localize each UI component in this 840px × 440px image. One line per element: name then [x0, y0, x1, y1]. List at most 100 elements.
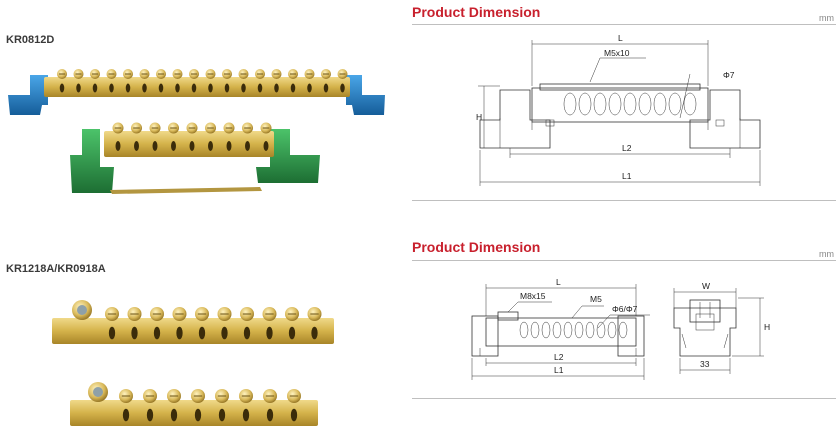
terminal-hole: [208, 83, 213, 93]
drawing-hole: [530, 321, 540, 339]
drawing-hole: [593, 92, 607, 116]
terminal-hole: [241, 83, 246, 93]
drawing2-side-outline: [471, 311, 645, 357]
section1-heading: Product Dimension: [412, 4, 541, 20]
dim-label-H: H: [476, 112, 482, 122]
drawing-hole: [638, 92, 652, 116]
drawing-hole: [563, 321, 573, 339]
dim-label-phi7: Φ7: [723, 70, 735, 80]
terminal-hole: [76, 83, 81, 93]
dim2-label-L2: L2: [554, 352, 564, 362]
terminal-hole: [109, 83, 114, 93]
drawing-hole: [596, 321, 606, 339]
section1-unit: mm: [819, 13, 834, 23]
drawing-hole: [574, 321, 584, 339]
drawing-hole: [618, 321, 628, 339]
terminal-hole: [158, 83, 164, 93]
section1-heading-rule: [412, 24, 836, 25]
section1-bottom-rule: [412, 200, 836, 201]
dim2-label-m5: M5: [590, 294, 602, 304]
terminal-hole: [125, 83, 131, 93]
dim-label-m5x10: M5x10: [604, 48, 630, 58]
dim2-label-m8x15: M8x15: [520, 291, 546, 301]
drawing-hole: [608, 92, 622, 116]
terminal-hole: [311, 326, 318, 340]
green-bus-bar: [70, 122, 320, 194]
product-photo-kr1218a: [52, 300, 334, 426]
dim2-label-phi: Φ6/Φ7: [612, 304, 638, 314]
drawing-hole: [563, 92, 577, 116]
drawing-hole: [607, 321, 617, 339]
section2-unit: mm: [819, 249, 834, 259]
dimension-drawing-kr1218a: L M8x15 M5 Φ6/Φ7 L2 L1 W H 33: [471, 277, 770, 380]
dimension-drawing-kr0812d: L M5x10 Φ7 H L2 L1: [476, 33, 761, 186]
drawing-hole: [552, 321, 562, 339]
dim-label-L1: L1: [622, 171, 632, 181]
product-photo-kr0812d: [8, 69, 385, 194]
terminal-hole: [191, 83, 197, 93]
terminal-hole: [266, 326, 273, 340]
model-label-kr1218a: KR1218A/KR0918A: [6, 263, 106, 275]
drawing-hole: [623, 92, 637, 116]
terminal-hole: [134, 141, 139, 151]
terminal-hole: [146, 408, 154, 422]
terminal-hole: [176, 326, 183, 340]
terminal-hole: [152, 141, 158, 151]
terminal-hole: [221, 326, 228, 340]
drawing-hole: [683, 92, 697, 116]
terminal-hole: [266, 408, 274, 422]
terminal-hole: [194, 408, 202, 422]
dim2-label-L1: L1: [554, 365, 564, 375]
dim-label-L: L: [618, 33, 623, 43]
terminal-hole: [122, 408, 130, 422]
drawing-hole: [578, 92, 592, 116]
dim2-label-L: L: [556, 277, 561, 287]
terminal-hole: [290, 83, 296, 93]
terminal-hole: [208, 141, 213, 151]
drawing-hole: [541, 321, 551, 339]
model-label-kr0812d: KR0812D: [6, 34, 55, 46]
terminal-hole: [198, 326, 206, 340]
terminal-hole: [263, 141, 269, 151]
terminal-hole: [171, 141, 176, 151]
terminal-hole: [59, 83, 65, 93]
terminal-hole: [242, 408, 250, 422]
dim2-label-33: 33: [700, 359, 710, 369]
terminal-hole: [307, 83, 312, 93]
terminal-hole: [226, 141, 232, 151]
terminal-hole: [175, 83, 180, 93]
terminal-hole: [115, 141, 121, 151]
section2-heading: Product Dimension: [412, 239, 541, 255]
terminal-hole: [323, 83, 329, 93]
section2-heading-rule: [412, 260, 836, 261]
brass-bar-large: [52, 300, 334, 344]
terminal-hole: [142, 83, 147, 93]
terminal-hole: [340, 83, 345, 93]
terminal-hole: [243, 326, 251, 340]
terminal-hole: [245, 141, 250, 151]
terminal-hole: [288, 326, 296, 340]
terminal-hole: [170, 408, 178, 422]
drawing-hole: [668, 92, 682, 116]
terminal-hole: [153, 326, 161, 340]
drawing-hole: [653, 92, 667, 116]
terminal-hole: [224, 83, 230, 93]
blue-bus-bar: [8, 69, 385, 115]
drawing-hole: [519, 321, 529, 339]
brass-bar-small: [70, 382, 318, 426]
terminal-hole: [274, 83, 279, 93]
terminal-hole: [290, 408, 298, 422]
section2-bottom-rule: [412, 398, 836, 399]
drawing2-end-outline: [673, 299, 737, 357]
terminal-hole: [108, 326, 116, 340]
terminal-hole: [257, 83, 263, 93]
terminal-hole: [189, 141, 195, 151]
drawing-hole: [585, 321, 595, 339]
dim-label-L2: L2: [622, 143, 632, 153]
dim2-label-H: H: [764, 322, 770, 332]
drawing1-outline: [479, 73, 761, 149]
dim2-label-W: W: [702, 281, 710, 291]
terminal-hole: [92, 83, 98, 93]
terminal-hole: [131, 326, 138, 340]
terminal-hole: [218, 408, 226, 422]
